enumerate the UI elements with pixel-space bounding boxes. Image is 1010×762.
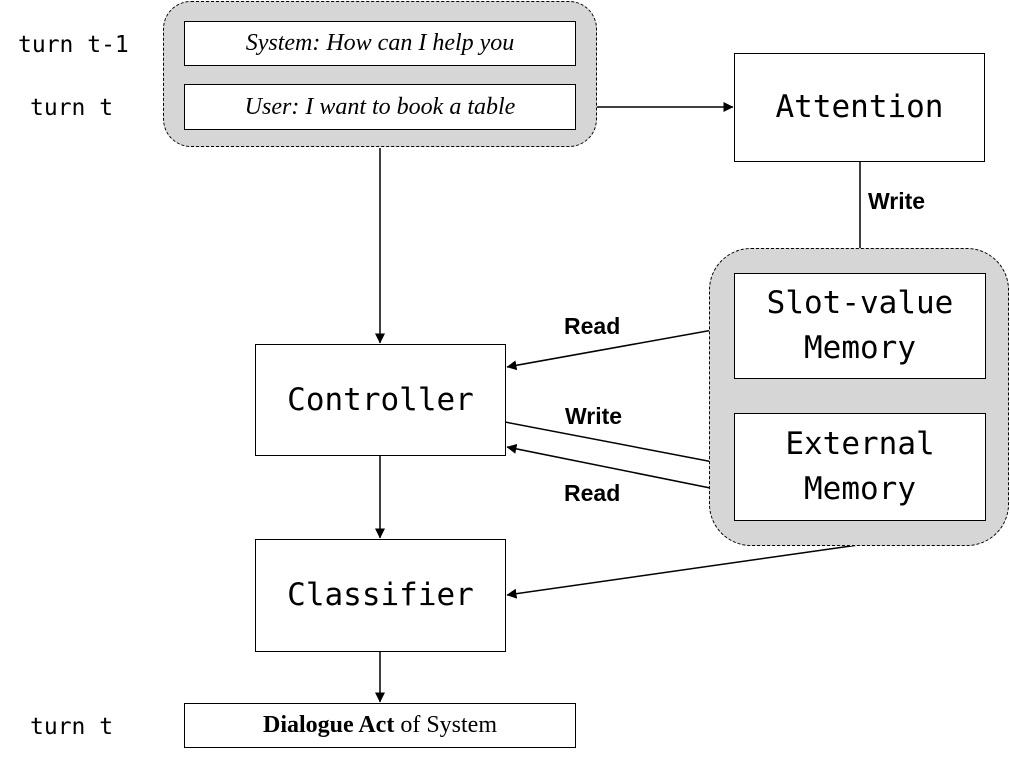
user-utterance-box: User: I want to book a table — [184, 84, 576, 130]
slot-value-memory-line2: Memory — [804, 330, 916, 366]
edge-label-controller-write: Write — [565, 403, 623, 429]
system-utterance-text: System: How can I help you — [245, 30, 515, 56]
arrow-external-memory-to-controller — [506, 443, 736, 494]
external-memory-node: External Memory — [734, 413, 986, 521]
arrow-slot-memory-to-controller — [506, 325, 736, 371]
controller-label: Controller — [287, 381, 474, 418]
system-utterance-box: System: How can I help you — [184, 21, 576, 66]
external-memory-line2: Memory — [804, 471, 916, 507]
arrow-memory-group-to-classifier — [506, 544, 859, 599]
attention-label: Attention — [775, 89, 944, 126]
turn-output-label: turn t — [30, 714, 114, 740]
arrow-controller-to-external-memory — [504, 421, 735, 470]
turn-prev-label: turn t-1 — [18, 32, 129, 58]
classifier-node: Classifier — [255, 539, 506, 652]
controller-node: Controller — [255, 344, 506, 456]
slot-value-memory-line1: Slot-value — [766, 285, 954, 322]
classifier-label: Classifier — [287, 577, 474, 614]
slot-value-memory-node: Slot-value Memory — [734, 273, 986, 379]
dialogue-act-output-box: Dialogue Act of System — [184, 703, 576, 748]
dialogue-act-rest: of System — [394, 712, 497, 738]
external-memory-line1: External — [785, 426, 935, 463]
edge-label-external-read: Read — [564, 480, 621, 506]
dialogue-act-bold: Dialogue Act — [263, 712, 395, 738]
attention-node: Attention — [734, 53, 985, 162]
dialogue-act-text: Dialogue Act of System — [263, 712, 497, 739]
edge-label-slot-read: Read — [564, 313, 621, 339]
turn-current-label: turn t — [30, 95, 114, 121]
user-utterance-text: User: I want to book a table — [244, 93, 516, 120]
edge-label-attention-write: Write — [868, 188, 926, 214]
